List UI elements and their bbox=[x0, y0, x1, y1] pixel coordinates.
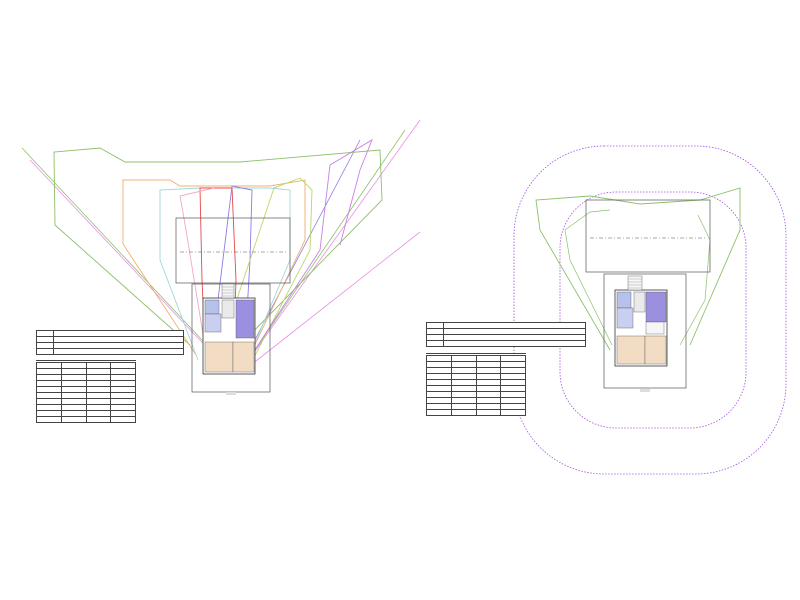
outer-dotted-boundary bbox=[513, 145, 787, 475]
left-scale-label bbox=[226, 392, 236, 395]
left-sun-table bbox=[36, 362, 136, 423]
right-building-mass bbox=[585, 199, 711, 273]
right-shadow-line-green2 bbox=[564, 209, 613, 346]
right-shadow-diagram bbox=[513, 145, 787, 475]
left-shadow-diagram bbox=[21, 119, 421, 395]
left-sun-rays bbox=[21, 119, 421, 373]
left-building-mass bbox=[175, 217, 291, 284]
ray-line bbox=[239, 119, 421, 373]
right-floor-plan bbox=[614, 275, 668, 367]
room bbox=[645, 291, 667, 323]
ray-line bbox=[29, 159, 231, 373]
table-row bbox=[426, 409, 526, 416]
right-sun-table-title bbox=[426, 348, 526, 354]
shadow-line-red bbox=[199, 187, 237, 366]
shadow-line-green bbox=[53, 147, 383, 346]
left-info-table bbox=[36, 330, 184, 355]
stairs bbox=[221, 283, 235, 299]
shadow-line-orange bbox=[122, 179, 306, 356]
room bbox=[235, 299, 255, 339]
left-sun-table-title bbox=[36, 355, 136, 361]
room bbox=[204, 299, 220, 315]
right-sun-table bbox=[426, 355, 526, 416]
room bbox=[644, 335, 667, 365]
left-floor-plan bbox=[202, 283, 256, 375]
right-shadow-line-green3 bbox=[679, 214, 711, 346]
ray-line bbox=[237, 139, 361, 373]
room bbox=[616, 291, 632, 309]
room bbox=[633, 291, 646, 313]
right-info-table bbox=[426, 322, 586, 347]
stairs bbox=[627, 275, 643, 291]
room bbox=[232, 341, 255, 373]
ray-line bbox=[21, 147, 233, 373]
shadow-line-pink bbox=[179, 187, 215, 366]
shadow-line-purple bbox=[209, 185, 253, 366]
inner-dotted-boundary bbox=[559, 191, 747, 429]
stairs bbox=[645, 321, 665, 335]
ray-line bbox=[241, 231, 421, 373]
right-scale-label bbox=[640, 389, 650, 392]
shadow-line-violet bbox=[244, 138, 373, 366]
room bbox=[221, 299, 235, 319]
room bbox=[204, 341, 234, 373]
room bbox=[616, 307, 634, 329]
table-row bbox=[36, 416, 136, 423]
right-shadow-line-green bbox=[535, 187, 741, 351]
left-shadow-outlines bbox=[53, 138, 383, 366]
room bbox=[204, 313, 222, 333]
shadow-line-yellowgreen bbox=[214, 177, 313, 366]
room bbox=[616, 335, 646, 365]
right-lot-boundary bbox=[603, 273, 687, 389]
